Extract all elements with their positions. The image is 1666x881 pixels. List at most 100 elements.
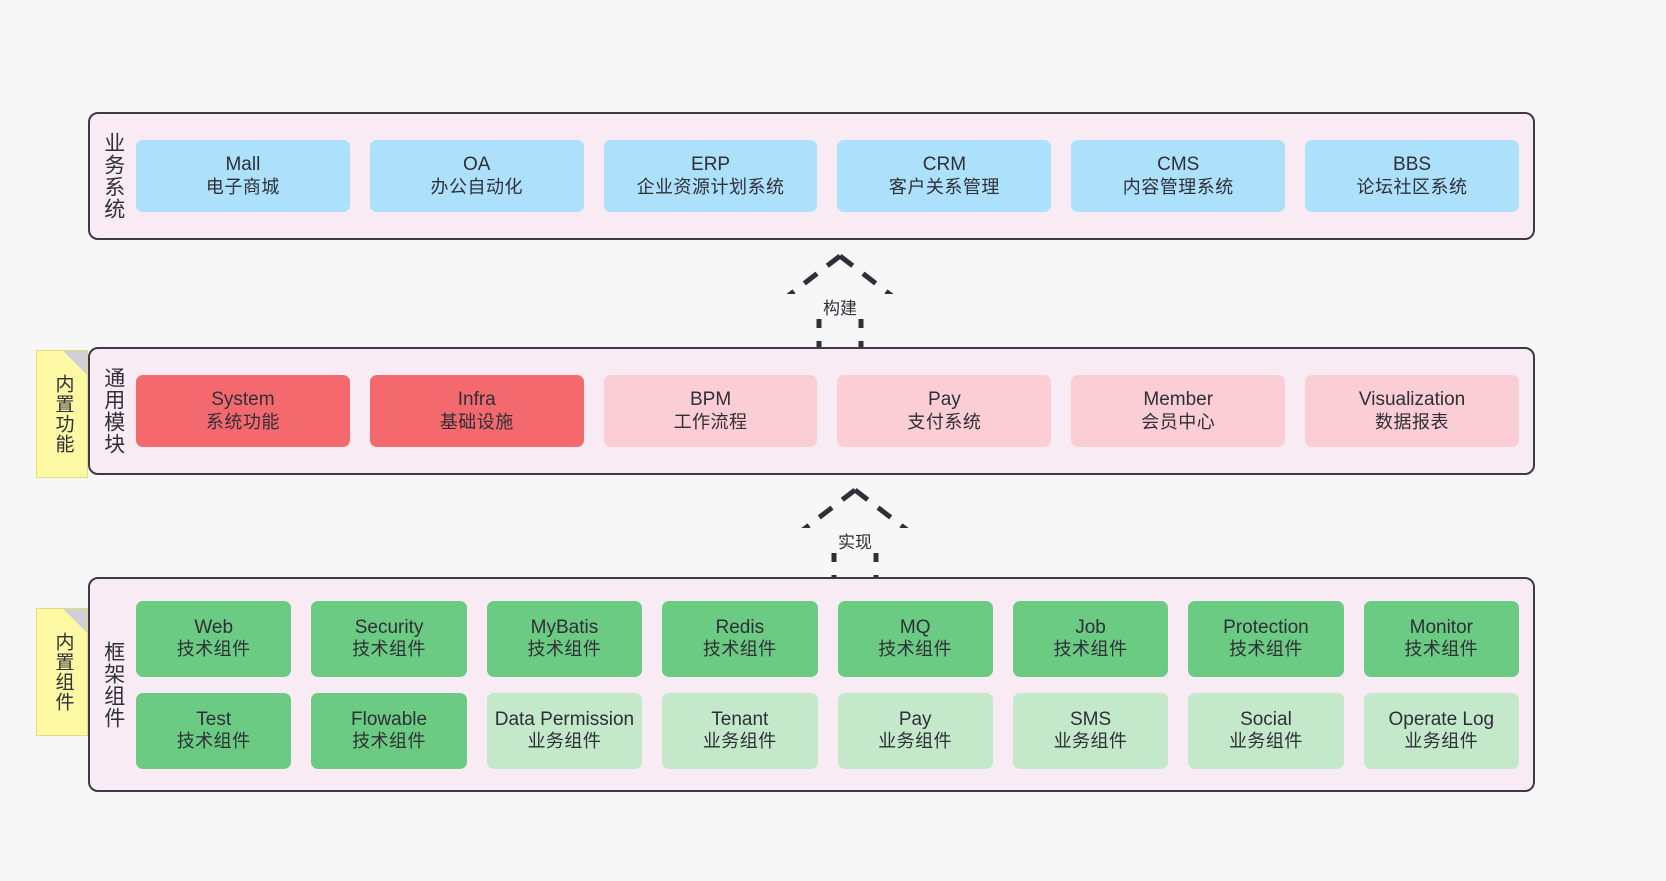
node-crm-cn: 客户关系管理 <box>888 176 1000 197</box>
layer-common-modules: 通用模块 System 系统功能 Infra 基础设施 BPM 工作流程 Pay <box>88 347 1535 475</box>
node-social-en: Social <box>1240 708 1292 730</box>
node-pay-module-en: Pay <box>928 389 961 411</box>
node-job[interactable]: Job 技术组件 <box>1012 600 1169 677</box>
layer-business-title: 业务系统 <box>101 132 125 220</box>
node-bbs-cn: 论坛社区系统 <box>1356 176 1468 197</box>
node-visualization[interactable]: Visualization 数据报表 <box>1305 375 1519 447</box>
node-tenant[interactable]: Tenant 业务组件 <box>662 692 818 769</box>
node-security-en: Security <box>354 616 424 638</box>
node-pay-component-cn: 业务组件 <box>878 731 953 752</box>
node-web-en: Web <box>194 616 234 638</box>
node-crm[interactable]: CRM 客户关系管理 <box>837 140 1052 212</box>
layer-framework-components: 框架组件 Web 技术组件 Security 技术组件 MyBatis 技术组件… <box>88 577 1535 792</box>
node-bpm-en: BPM <box>689 389 732 411</box>
node-system-en: System <box>211 389 275 411</box>
node-bpm[interactable]: BPM 工作流程 <box>603 375 818 447</box>
node-social-cn: 业务组件 <box>1228 731 1303 752</box>
node-security[interactable]: Security 技术组件 <box>311 600 467 677</box>
node-operate-log[interactable]: Operate Log 业务组件 <box>1363 692 1519 769</box>
node-mq-cn: 技术组件 <box>878 639 953 660</box>
common-node-row: System 系统功能 Infra 基础设施 BPM 工作流程 Pay 支付系统… <box>136 375 1519 447</box>
node-infra-en: Infra <box>457 389 496 411</box>
node-bbs[interactable]: BBS 论坛社区系统 <box>1305 140 1519 212</box>
node-mall-cn: 电子商城 <box>205 176 280 197</box>
node-monitor-cn: 技术组件 <box>1404 639 1479 660</box>
node-tenant-en: Tenant <box>711 708 769 730</box>
node-redis-en: Redis <box>715 616 765 638</box>
node-crm-en: CRM <box>922 154 967 176</box>
framework-node-row-tech: Web 技术组件 Security 技术组件 MyBatis 技术组件 Redi… <box>136 600 1519 677</box>
node-mall-en: Mall <box>225 154 261 176</box>
node-job-cn: 技术组件 <box>1053 639 1128 660</box>
node-pay-module-cn: 支付系统 <box>907 411 982 432</box>
node-web[interactable]: Web 技术组件 <box>136 600 292 677</box>
node-operate-log-cn: 业务组件 <box>1404 731 1479 752</box>
node-data-permission[interactable]: Data Permission 业务组件 <box>486 692 643 769</box>
node-member-cn: 会员中心 <box>1141 411 1216 432</box>
node-job-en: Job <box>1075 616 1106 638</box>
node-redis[interactable]: Redis 技术组件 <box>662 600 818 677</box>
node-system-cn: 系统功能 <box>205 411 280 432</box>
connector-build-label: 构建 <box>745 294 935 319</box>
node-mybatis-en: MyBatis <box>530 616 599 638</box>
node-social[interactable]: Social 业务组件 <box>1188 692 1344 769</box>
node-oa[interactable]: OA 办公自动化 <box>369 140 584 212</box>
node-protection-cn: 技术组件 <box>1228 639 1303 660</box>
node-flowable-cn: 技术组件 <box>352 731 427 752</box>
node-web-cn: 技术组件 <box>176 639 251 660</box>
node-protection-en: Protection <box>1223 616 1309 638</box>
node-bbs-en: BBS <box>1393 154 1432 176</box>
layer-business-body: Mall 电子商城 OA 办公自动化 ERP 企业资源计划系统 CRM 客户关系… <box>136 114 1533 238</box>
node-mybatis[interactable]: MyBatis 技术组件 <box>486 600 643 677</box>
node-pay-component-en: Pay <box>898 708 932 730</box>
node-system[interactable]: System 系统功能 <box>136 375 350 447</box>
node-pay-module[interactable]: Pay 支付系统 <box>837 375 1052 447</box>
node-redis-cn: 技术组件 <box>702 639 777 660</box>
node-flowable[interactable]: Flowable 技术组件 <box>311 692 467 769</box>
node-data-permission-cn: 业务组件 <box>527 731 602 752</box>
node-test[interactable]: Test 技术组件 <box>136 692 292 769</box>
node-security-cn: 技术组件 <box>352 639 427 660</box>
node-cms-cn: 内容管理系统 <box>1122 176 1234 197</box>
node-operate-log-en: Operate Log <box>1388 708 1495 730</box>
node-sms[interactable]: SMS 业务组件 <box>1012 692 1169 769</box>
node-monitor-en: Monitor <box>1409 616 1473 638</box>
node-tenant-cn: 业务组件 <box>702 731 777 752</box>
node-infra-cn: 基础设施 <box>439 411 514 432</box>
node-sms-cn: 业务组件 <box>1053 731 1128 752</box>
sticky-tag-builtin-components: 内置组件 <box>36 608 88 736</box>
node-member-en: Member <box>1143 389 1214 411</box>
node-data-permission-en: Data Permission <box>494 708 635 730</box>
node-erp[interactable]: ERP 企业资源计划系统 <box>603 140 818 212</box>
sticky-tag-builtin-features: 内置功能 <box>36 350 88 478</box>
node-test-cn: 技术组件 <box>176 731 251 752</box>
connector-implement-label: 实现 <box>760 528 950 553</box>
node-oa-en: OA <box>463 154 491 176</box>
business-node-row: Mall 电子商城 OA 办公自动化 ERP 企业资源计划系统 CRM 客户关系… <box>136 140 1519 212</box>
layer-common-title: 通用模块 <box>101 367 125 455</box>
node-mq-en: MQ <box>899 616 931 638</box>
node-mall[interactable]: Mall 电子商城 <box>136 140 350 212</box>
node-cms[interactable]: CMS 内容管理系统 <box>1071 140 1286 212</box>
node-cms-en: CMS <box>1157 154 1200 176</box>
node-member[interactable]: Member 会员中心 <box>1071 375 1286 447</box>
layer-common-body: System 系统功能 Infra 基础设施 BPM 工作流程 Pay 支付系统… <box>136 349 1533 473</box>
node-infra[interactable]: Infra 基础设施 <box>369 375 584 447</box>
node-test-en: Test <box>196 708 232 730</box>
node-visualization-cn: 数据报表 <box>1375 411 1450 432</box>
framework-node-row-business: Test 技术组件 Flowable 技术组件 Data Permission … <box>136 692 1519 769</box>
node-mybatis-cn: 技术组件 <box>527 639 602 660</box>
node-oa-cn: 办公自动化 <box>430 176 523 197</box>
node-mq[interactable]: MQ 技术组件 <box>837 600 993 677</box>
node-flowable-en: Flowable <box>351 708 428 730</box>
node-monitor[interactable]: Monitor 技术组件 <box>1363 600 1519 677</box>
node-pay-component[interactable]: Pay 业务组件 <box>837 692 993 769</box>
node-visualization-en: Visualization <box>1358 389 1466 411</box>
layer-business-systems: 业务系统 Mall 电子商城 OA 办公自动化 ERP 企业资源计划系统 CRM <box>88 112 1535 240</box>
connector-build: 构建 <box>745 250 935 360</box>
layer-framework-body: Web 技术组件 Security 技术组件 MyBatis 技术组件 Redi… <box>136 579 1533 790</box>
node-protection[interactable]: Protection 技术组件 <box>1188 600 1344 677</box>
node-bpm-cn: 工作流程 <box>673 411 748 432</box>
node-erp-cn: 企业资源计划系统 <box>636 176 785 197</box>
